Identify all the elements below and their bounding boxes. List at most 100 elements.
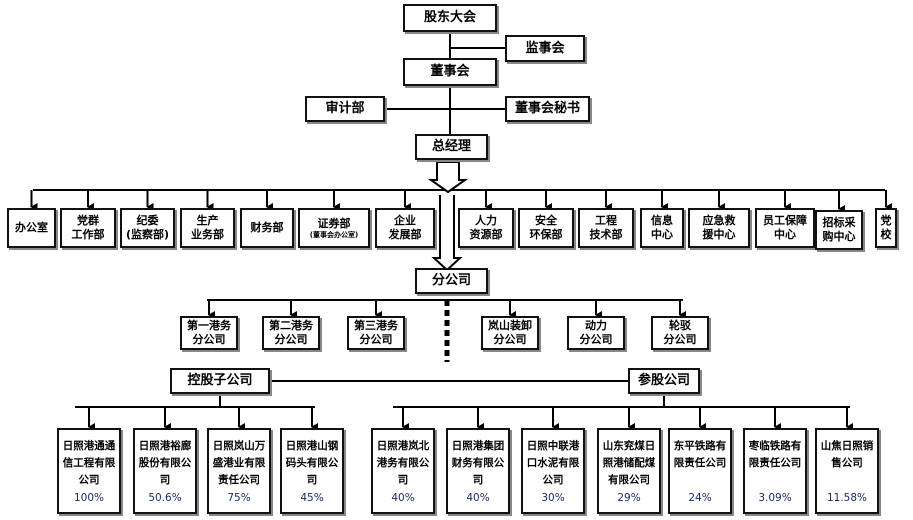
box-label-line1: 人力 — [475, 214, 497, 227]
box-label-line2: 发展部 — [388, 228, 422, 241]
box-label-line2: 分公司 — [493, 333, 527, 346]
ownership-percentage: 100% — [73, 492, 105, 504]
company-name: 日照港通通信工程有限公司 — [62, 440, 116, 486]
box-label-line1: 财务部 — [250, 221, 284, 234]
box-label-line1: 招标采 — [822, 216, 856, 229]
general-manager-box: 总经理 — [415, 134, 488, 160]
box-label-line2: 分公司 — [663, 333, 697, 346]
company-name: 日照中联港口水泥有限公司 — [526, 440, 580, 486]
company-name: 东平铁路有限责任公司 — [673, 440, 727, 469]
box-label-line2: 环保部 — [529, 228, 563, 241]
ownership-percentage: 3.09% — [758, 492, 792, 504]
box-label-line1: 员工保障 — [763, 214, 807, 227]
box-label-line1: 纪委 — [136, 214, 159, 227]
box-label-line1: 轮驳 — [669, 319, 691, 332]
department-box: 安全环保部 — [518, 208, 574, 248]
box-label-line1: 应急救 — [702, 214, 736, 227]
company-name: 日照港集团财务有限公司 — [451, 440, 505, 486]
board-secretary-label: 董事会秘书 — [514, 101, 580, 116]
general-manager-label: 总经理 — [431, 139, 471, 154]
box-label-line2: 中心 — [774, 228, 796, 241]
department-box: 纪委(监察部) — [120, 208, 175, 248]
box-label-line1: 工程 — [595, 214, 617, 227]
board-of-directors-label: 董事会 — [430, 64, 470, 79]
equity-company-box: 日照港集团财务有限公司 40% — [446, 428, 510, 514]
department-box: 生产业务部 — [180, 208, 235, 248]
equity-company-box: 东平铁路有限责任公司 24% — [668, 428, 732, 514]
department-box: 员工保障中心 — [755, 208, 815, 248]
holding-company-box: 日照岚山万盛港业有限责任公司 75% — [207, 428, 271, 514]
ownership-percentage: 30% — [541, 492, 565, 504]
shareholders-meeting-label: 股东大会 — [423, 10, 476, 25]
box-label-line1: 党群 — [77, 214, 99, 227]
equity-company-box: 枣临铁路有限责任公司 3.09% — [743, 428, 807, 514]
shareholders-meeting-box: 股东大会 — [403, 4, 497, 32]
equity-company-box: 日照港岚北港务有限公司 40% — [371, 428, 435, 514]
branch-company-box: 第二港务分公司 — [262, 316, 320, 350]
ownership-percentage: 24% — [688, 492, 712, 504]
box-label-line1: 信息 — [651, 214, 673, 227]
branch-company-box: 轮驳分公司 — [651, 316, 709, 350]
box-label-line2: 技术部 — [589, 228, 623, 241]
ownership-percentage: 50.6% — [148, 492, 182, 504]
box-label-line1: 安全 — [535, 214, 557, 227]
equity-participations-box: 参股公司 — [628, 368, 700, 394]
branch-company-box: 第三港务分公司 — [347, 316, 405, 350]
box-label-line2: 援中心 — [702, 228, 736, 241]
department-box: 应急救援中心 — [688, 208, 750, 248]
supervisory-board-box: 监事会 — [505, 35, 585, 62]
department-box: 企业发展部 — [375, 208, 435, 248]
box-label-line2: 分公司 — [579, 333, 613, 346]
branch-company-box: 岚山装卸分公司 — [481, 316, 539, 350]
board-secretary-box: 董事会秘书 — [505, 96, 590, 122]
holding-subsidiaries-box: 控股子公司 — [170, 368, 270, 394]
ownership-percentage: 29% — [617, 492, 641, 504]
department-box: 人力资源部 — [458, 208, 514, 248]
box-label-line2: (董事会办公室) — [309, 230, 359, 239]
company-name: 枣临铁路有限责任公司 — [748, 440, 802, 469]
box-label-line1: 第二港务 — [269, 319, 313, 332]
ownership-percentage: 45% — [300, 492, 324, 504]
box-label-line1: 生产 — [196, 214, 219, 227]
department-box: 信息中心 — [640, 208, 684, 248]
box-label-line2: 校 — [880, 228, 892, 241]
box-label-line2: 工作部 — [71, 228, 105, 241]
company-name: 日照港岚北港务有限公司 — [376, 440, 430, 486]
box-label-line2: 分公司 — [359, 333, 393, 346]
box-label-line2: 资源部 — [469, 228, 503, 241]
box-label-line1: 第三港务 — [354, 319, 398, 332]
box-label-line1: 动力 — [585, 319, 607, 332]
branch-companies-label: 分公司 — [431, 273, 471, 288]
branch-company-box: 第一港务分公司 — [180, 316, 238, 350]
ownership-percentage: 75% — [227, 492, 251, 504]
equity-company-box: 日照中联港口水泥有限公司 30% — [521, 428, 585, 514]
department-box: 财务部 — [240, 208, 294, 248]
board-of-directors-box: 董事会 — [403, 58, 497, 86]
holding-subsidiaries-label: 控股子公司 — [187, 373, 253, 388]
box-label-line1: 岚山装卸 — [488, 319, 532, 332]
branch-company-box: 动力分公司 — [567, 316, 625, 350]
department-box: 党群工作部 — [60, 208, 116, 248]
ownership-percentage: 40% — [466, 492, 490, 504]
audit-dept-box: 审计部 — [305, 96, 385, 122]
box-label-line1: 证券部 — [317, 216, 351, 230]
company-name: 日照岚山万盛港业有限责任公司 — [212, 440, 266, 486]
box-label-line1: 党 — [880, 214, 892, 227]
box-label-line2: 购中心 — [822, 230, 856, 243]
box-label-line1: 企业 — [394, 214, 416, 227]
box-label-line2: 业务部 — [191, 228, 224, 241]
branch-companies-box: 分公司 — [415, 268, 488, 294]
box-label-line1: 第一港务 — [187, 319, 231, 332]
equity-participations-label: 参股公司 — [637, 373, 690, 388]
ownership-percentage: 40% — [391, 492, 415, 504]
box-label-line2: 中心 — [651, 228, 673, 241]
box-label-line2: 分公司 — [192, 333, 226, 346]
ownership-percentage: 11.58% — [826, 492, 868, 504]
holding-company-box: 日照港通通信工程有限公司 100% — [57, 428, 121, 514]
box-label-line2: 分公司 — [274, 333, 308, 346]
box-label-line1: 办公室 — [15, 221, 48, 234]
department-box: 证券部(董事会办公室) — [298, 208, 370, 248]
